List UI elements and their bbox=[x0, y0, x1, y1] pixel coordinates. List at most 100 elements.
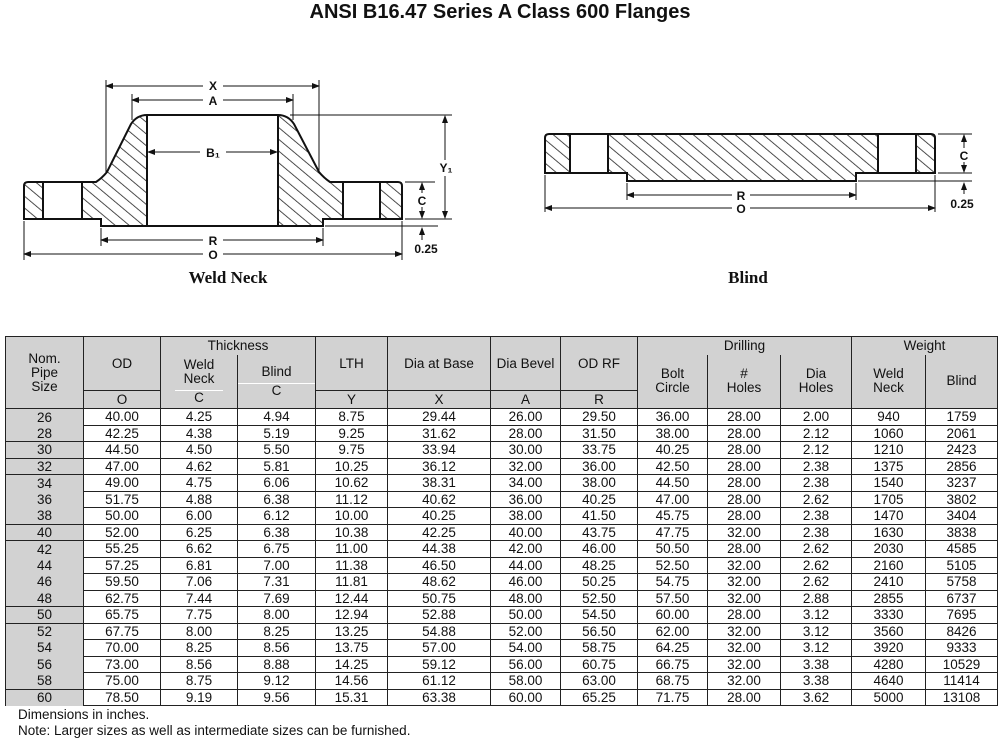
table-cell: 2160 bbox=[851, 556, 926, 574]
table-cell: 1470 bbox=[851, 507, 926, 525]
table-cell: 30.00 bbox=[490, 441, 561, 459]
table-cell: 28.00 bbox=[490, 424, 561, 442]
label-o: O bbox=[208, 248, 217, 262]
table-cell: 9.19 bbox=[160, 688, 238, 706]
table-cell: 6.12 bbox=[237, 507, 316, 525]
table-cell: 54.50 bbox=[560, 606, 638, 624]
table-cell: 15.31 bbox=[315, 688, 388, 706]
table-cell: 11.81 bbox=[315, 573, 388, 591]
nominal-pipe-size-cell: 56 bbox=[5, 656, 84, 673]
table-cell: 52.50 bbox=[637, 556, 708, 574]
table-cell: 7.06 bbox=[160, 573, 238, 591]
table-cell: 32.00 bbox=[707, 622, 781, 640]
table-cell: 2410 bbox=[851, 573, 926, 591]
table-cell: 54.00 bbox=[490, 639, 561, 657]
table-cell: 10.62 bbox=[315, 474, 388, 492]
table-cell: 71.75 bbox=[637, 688, 708, 706]
table-cell: 2.62 bbox=[780, 573, 852, 591]
table-cell: 28.00 bbox=[707, 507, 781, 525]
table-cell: 38.00 bbox=[560, 474, 638, 492]
table-cell: 32.00 bbox=[707, 589, 781, 607]
table-cell: 56.00 bbox=[490, 655, 561, 673]
weld-neck-diagram bbox=[23, 80, 452, 260]
table-cell: 6.00 bbox=[160, 507, 238, 525]
table-cell: 11.12 bbox=[315, 490, 388, 508]
note-units: Dimensions in inches. bbox=[18, 707, 150, 722]
table-cell: 28.00 bbox=[707, 606, 781, 624]
label-b1: B₁ bbox=[206, 146, 220, 160]
table-cell: 9.12 bbox=[237, 672, 316, 690]
table-cell: 54.88 bbox=[387, 622, 491, 640]
table-cell: 29.44 bbox=[387, 408, 491, 426]
notes: Dimensions in inches. Note: Larger sizes… bbox=[18, 707, 410, 739]
table-cell: 940 bbox=[851, 408, 926, 426]
nominal-pipe-size-cell: 48 bbox=[5, 590, 84, 607]
table-cell: 32.00 bbox=[707, 639, 781, 657]
table-cell: 3920 bbox=[851, 639, 926, 657]
table-cell: 2061 bbox=[925, 424, 998, 442]
table-cell: 8426 bbox=[925, 622, 998, 640]
table-cell: 4.50 bbox=[160, 441, 238, 459]
blind-label-rf-height: 0.25 bbox=[950, 197, 974, 211]
table-cell: 42.25 bbox=[83, 424, 161, 442]
table-cell: 28.00 bbox=[707, 441, 781, 459]
table-cell: 1540 bbox=[851, 474, 926, 492]
table-cell: 42.25 bbox=[387, 523, 491, 541]
table-cell: 40.00 bbox=[83, 408, 161, 426]
table-cell: 11.00 bbox=[315, 540, 388, 558]
table-cell: 63.38 bbox=[387, 688, 491, 706]
blind-label-c: C bbox=[960, 149, 969, 163]
table-cell: 7.69 bbox=[237, 589, 316, 607]
table-cell: 4.38 bbox=[160, 424, 238, 442]
table-cell: 28.00 bbox=[707, 424, 781, 442]
table-cell: 4585 bbox=[925, 540, 998, 558]
header-group-drilling: Drilling bbox=[637, 336, 852, 355]
table-cell: 73.00 bbox=[83, 655, 161, 673]
table-cell: 7.31 bbox=[237, 573, 316, 591]
table-cell: 50.50 bbox=[637, 540, 708, 558]
table-cell: 3.12 bbox=[780, 622, 852, 640]
table-cell: 2.88 bbox=[780, 589, 852, 607]
table-cell: 7.75 bbox=[160, 606, 238, 624]
table-cell: 46.50 bbox=[387, 556, 491, 574]
table-cell: 50.25 bbox=[560, 573, 638, 591]
table-cell: 1630 bbox=[851, 523, 926, 541]
header-group-thickness: Thickness bbox=[160, 336, 316, 355]
header-od-rf: OD RF bbox=[560, 336, 638, 391]
table-cell: 44.00 bbox=[490, 556, 561, 574]
table-cell: 3237 bbox=[925, 474, 998, 492]
table-cell: 10.00 bbox=[315, 507, 388, 525]
table-cell: 1705 bbox=[851, 490, 926, 508]
header-dia-bevel: Dia Bevel bbox=[490, 336, 561, 391]
table-cell: 75.00 bbox=[83, 672, 161, 690]
nominal-pipe-size-cell: 34 bbox=[5, 474, 84, 491]
table-cell: 62.00 bbox=[637, 622, 708, 640]
table-cell: 48.25 bbox=[560, 556, 638, 574]
table-cell: 38.31 bbox=[387, 474, 491, 492]
table-cell: 8.56 bbox=[160, 655, 238, 673]
table-cell: 7.44 bbox=[160, 589, 238, 607]
weld-neck-section-left bbox=[23, 113, 148, 227]
table-cell: 3.12 bbox=[780, 639, 852, 657]
symbol-x: X bbox=[387, 390, 491, 409]
table-cell: 10.38 bbox=[315, 523, 388, 541]
table-cell: 8.88 bbox=[237, 655, 316, 673]
label-a: A bbox=[209, 94, 218, 108]
symbol-o: O bbox=[83, 390, 161, 409]
nominal-pipe-size-cell: 42 bbox=[5, 540, 84, 557]
nominal-pipe-size-cell: 54 bbox=[5, 639, 84, 656]
table-cell: 54.75 bbox=[637, 573, 708, 591]
table-cell: 6.06 bbox=[237, 474, 316, 492]
table-cell: 6.25 bbox=[160, 523, 238, 541]
table-cell: 57.00 bbox=[387, 639, 491, 657]
blind-label-r: R bbox=[737, 189, 746, 203]
table-cell: 28.00 bbox=[707, 474, 781, 492]
table-cell: 38.00 bbox=[637, 424, 708, 442]
table-cell: 32.00 bbox=[707, 573, 781, 591]
nominal-pipe-size-cell: 30 bbox=[5, 441, 84, 458]
